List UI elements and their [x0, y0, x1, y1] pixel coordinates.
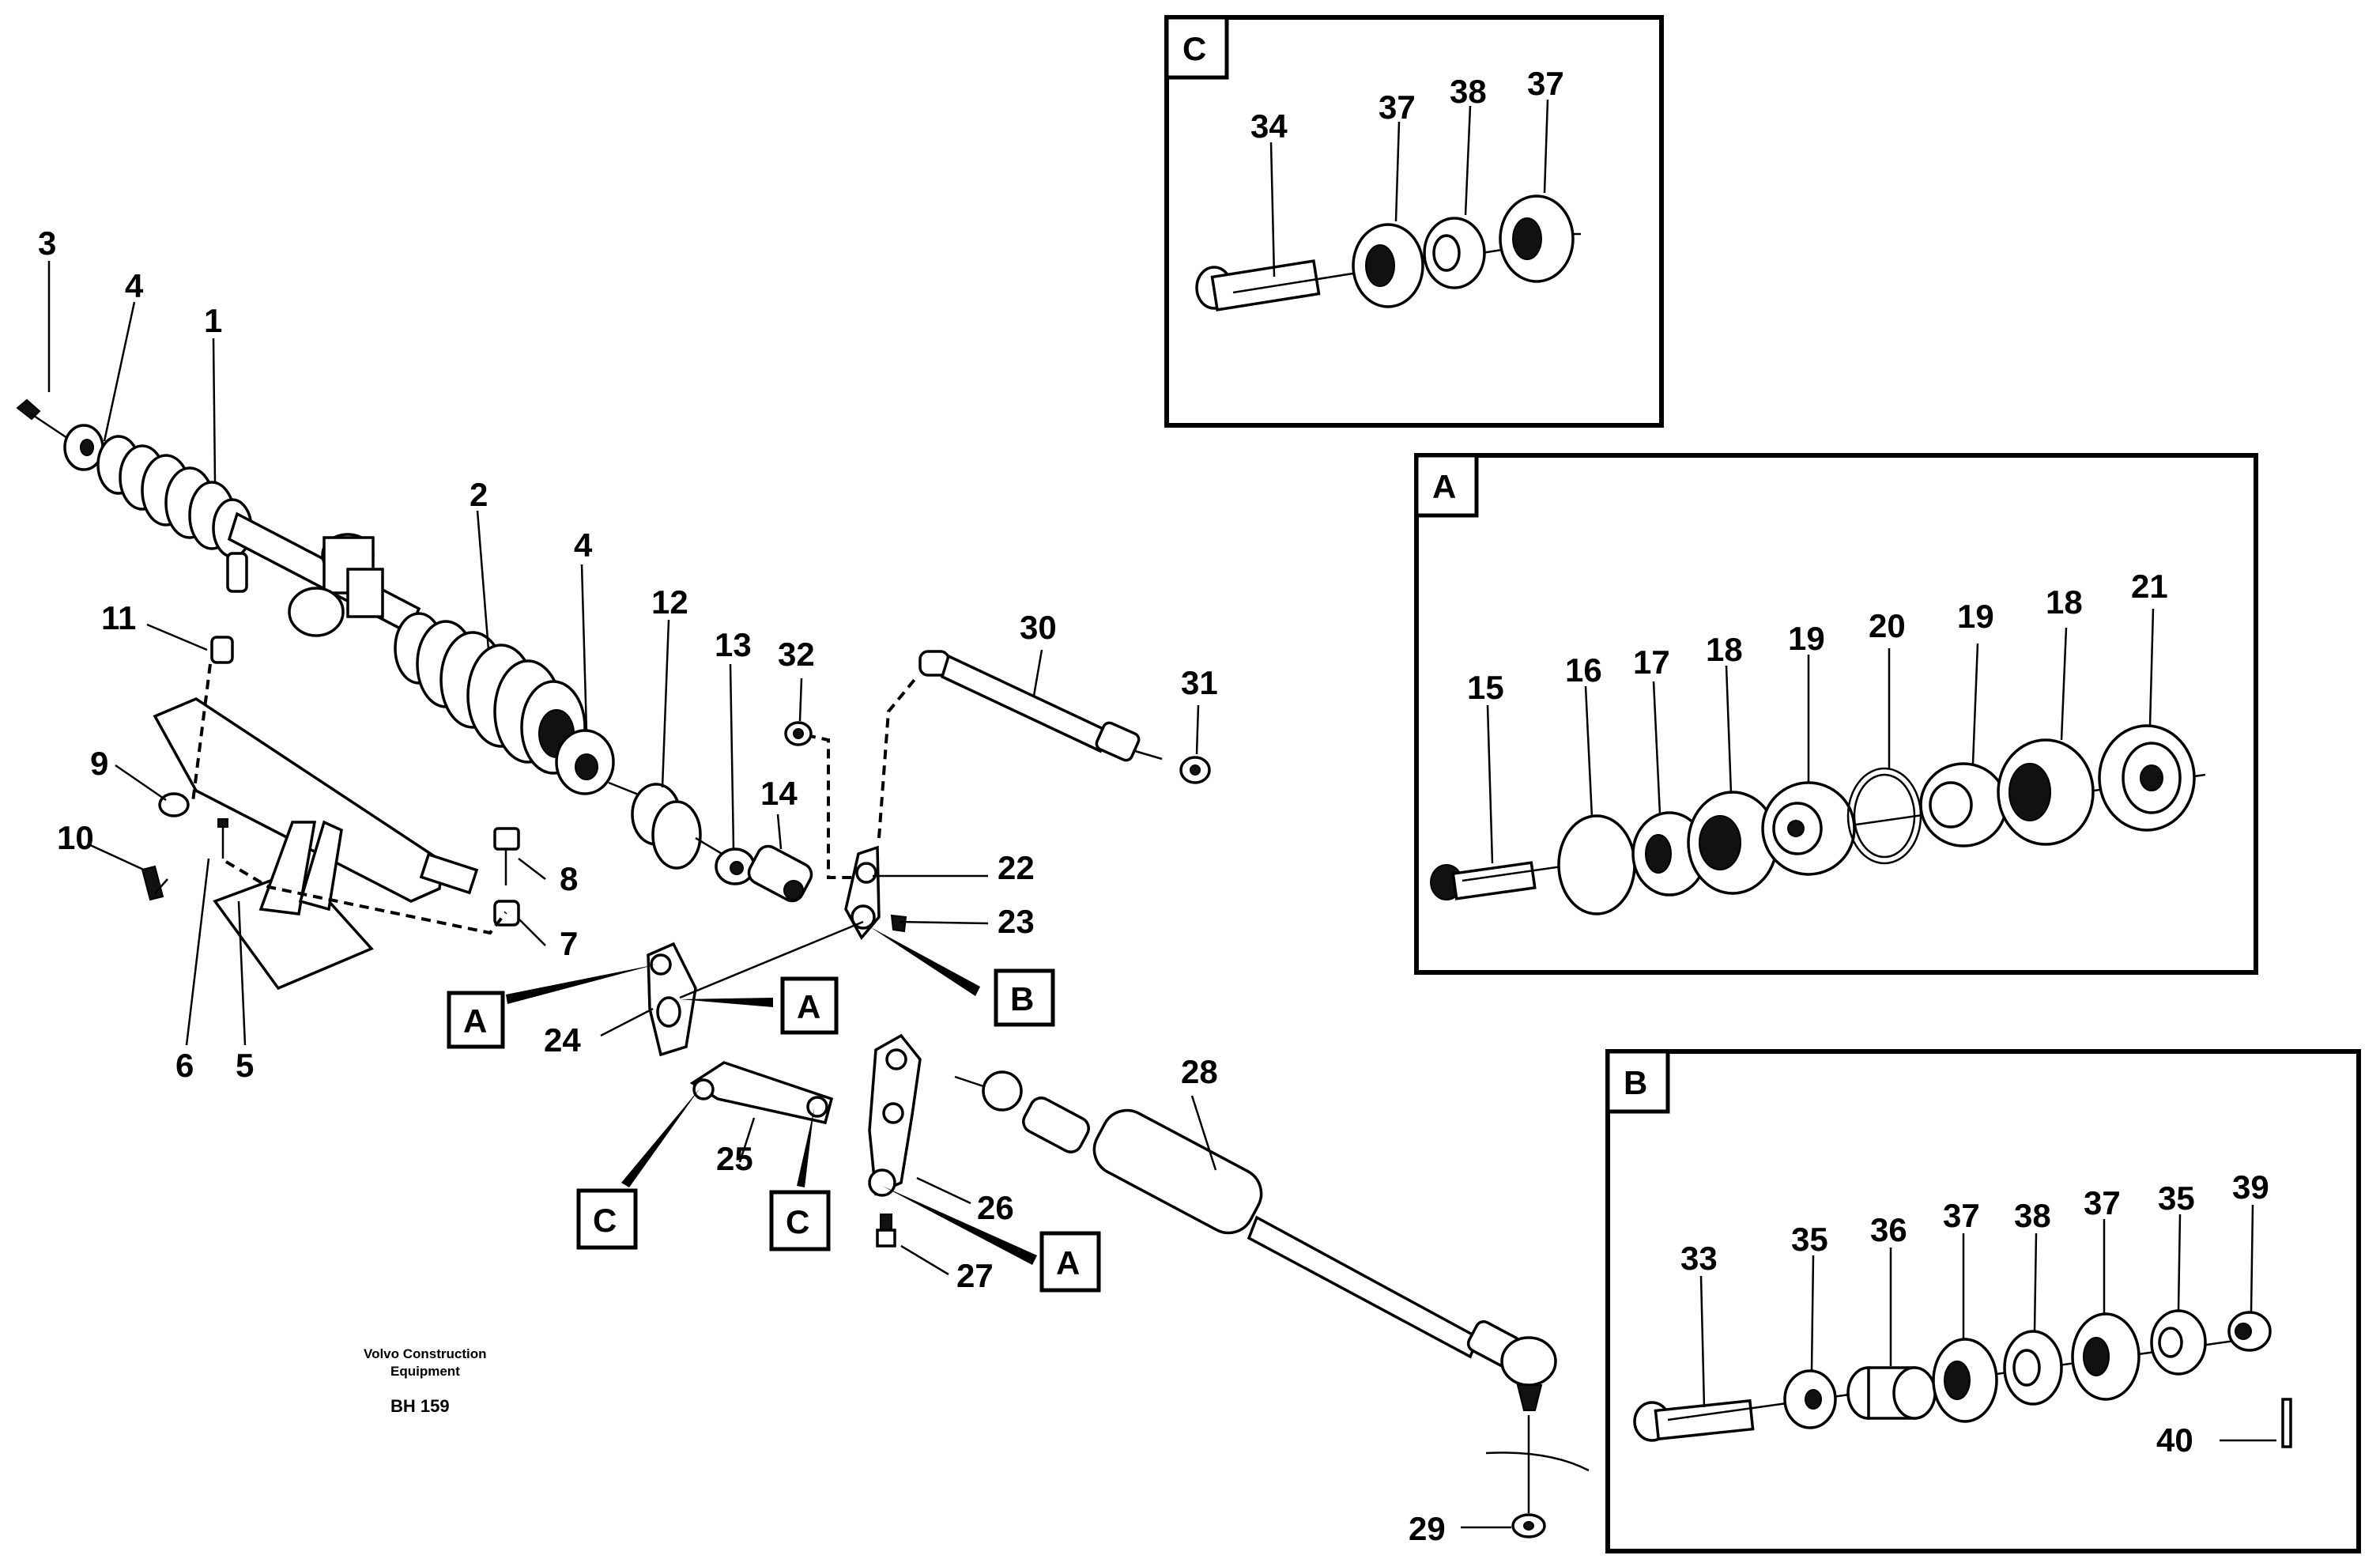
label-part-3: 3	[38, 225, 56, 262]
detail-b-label-35a: 35	[1791, 1221, 1828, 1258]
bolt-3	[16, 398, 70, 441]
callout-tag-c-1: C	[576, 1188, 638, 1250]
rack-housing	[226, 511, 421, 637]
label-part-5: 5	[236, 1047, 254, 1084]
callout-tags: A A B C C A	[447, 968, 1101, 1293]
callout-tag-b: B	[994, 968, 1055, 1027]
arm-26	[868, 1033, 922, 1197]
nut-13	[715, 847, 756, 885]
label-part-4: 4	[125, 267, 144, 304]
label-part-1: 1	[204, 302, 222, 339]
label-part-13: 13	[715, 626, 752, 663]
detail-b-label-39: 39	[2232, 1168, 2269, 1206]
detail-b-label-33: 33	[1680, 1240, 1718, 1277]
label-part-22: 22	[998, 849, 1035, 886]
detail-box-c-letter: C	[1182, 30, 1206, 67]
label-part-4b: 4	[574, 527, 593, 564]
callout-tag-a-2: A	[780, 976, 839, 1035]
detail-b-label-37b: 37	[2084, 1184, 2121, 1221]
svg-text:A: A	[463, 1002, 487, 1040]
label-part-14: 14	[760, 775, 798, 812]
label-part-10: 10	[57, 819, 94, 856]
label-part-2: 2	[470, 476, 488, 513]
detail-b-label-36: 36	[1870, 1211, 1907, 1248]
detail-box-a-letter: A	[1432, 468, 1456, 505]
svg-text:C: C	[786, 1203, 809, 1240]
label-part-12: 12	[651, 583, 688, 621]
label-part-27: 27	[956, 1257, 994, 1294]
detail-b-label-40: 40	[2156, 1421, 2193, 1459]
caption-line-1: Volvo Construction	[364, 1346, 487, 1361]
detail-box-c: C 34 37 38 37	[1164, 15, 1664, 428]
label-part-26: 26	[977, 1189, 1014, 1226]
detail-b-label-37a: 37	[1943, 1197, 1980, 1234]
steering-rack-assembly	[16, 398, 1590, 1538]
label-part-24: 24	[544, 1021, 581, 1059]
detail-a-label-16: 16	[1565, 651, 1602, 689]
label-part-23: 23	[998, 903, 1035, 940]
detail-c-label-34: 34	[1250, 108, 1288, 145]
svg-text:A: A	[1056, 1244, 1080, 1282]
detail-a-label-20: 20	[1869, 607, 1906, 644]
washer-4-right	[555, 729, 615, 795]
label-part-32: 32	[778, 636, 815, 673]
callout-tag-c-2: C	[769, 1190, 831, 1251]
svg-text:B: B	[1010, 980, 1034, 1017]
label-part-31: 31	[1181, 664, 1218, 701]
link-25	[689, 1061, 834, 1125]
label-part-9: 9	[90, 745, 108, 782]
detail-b-label-38: 38	[2014, 1197, 2051, 1234]
cylinder-28	[954, 1070, 1557, 1411]
detail-a-label-19a: 19	[1788, 620, 1825, 657]
plate-24	[647, 942, 697, 1057]
label-part-11: 11	[101, 599, 136, 636]
label-part-28: 28	[1181, 1053, 1218, 1090]
detail-b-label-35b: 35	[2158, 1180, 2195, 1217]
figure-caption: Volvo Construction Equipment BH 159	[364, 1346, 487, 1416]
lever-22	[844, 845, 881, 941]
label-part-6: 6	[175, 1047, 194, 1084]
detail-a-label-21: 21	[2131, 568, 2168, 605]
bellows-2	[394, 612, 587, 775]
detail-box-a: A	[1414, 453, 2258, 975]
bushing-11	[210, 636, 234, 664]
nut-31	[1179, 756, 1211, 784]
bolt-10	[141, 865, 168, 901]
label-part-8: 8	[560, 860, 578, 897]
screw-6	[217, 818, 228, 859]
sleeve-14	[747, 844, 813, 903]
bracket-5	[153, 697, 479, 991]
main-part-numbers: 3 4 1 2 4 12 13 32 30 31 14 11 9 10 6 5 …	[38, 225, 1446, 1547]
detail-box-b-letter: B	[1624, 1064, 1647, 1101]
grease-nipple-27	[876, 1214, 896, 1248]
nut-29	[1485, 1415, 1590, 1538]
detail-a-label-18a: 18	[1706, 631, 1743, 668]
label-part-30: 30	[1020, 609, 1057, 646]
washer-9	[158, 792, 190, 817]
bolt-8	[493, 827, 520, 885]
detail-c-label-38: 38	[1450, 73, 1487, 110]
label-part-29: 29	[1409, 1510, 1446, 1547]
detail-box-b: B 33	[1605, 1049, 2361, 1553]
detail-a-label-19b: 19	[1957, 598, 1994, 635]
detail-a-label-18b: 18	[2046, 583, 2083, 621]
nut-32	[784, 721, 813, 746]
detail-a-label-17: 17	[1633, 644, 1670, 681]
svg-text:C: C	[593, 1202, 617, 1239]
label-part-7: 7	[560, 925, 578, 962]
link-rod-30	[918, 650, 1163, 762]
detail-a-label-15: 15	[1467, 669, 1504, 706]
boot-12	[608, 781, 728, 870]
figure-code: BH 159	[390, 1396, 450, 1416]
caption-line-2: Equipment	[390, 1364, 460, 1379]
detail-c-label-37b: 37	[1527, 65, 1564, 102]
leader-lines	[47, 261, 1511, 1529]
callout-tag-a-3: A	[1039, 1231, 1101, 1293]
detail-c-label-37a: 37	[1379, 89, 1416, 126]
label-part-25: 25	[716, 1140, 753, 1177]
callout-tag-a-1: A	[447, 991, 505, 1049]
grease-nipple-23	[890, 914, 907, 933]
svg-text:A: A	[797, 988, 820, 1025]
